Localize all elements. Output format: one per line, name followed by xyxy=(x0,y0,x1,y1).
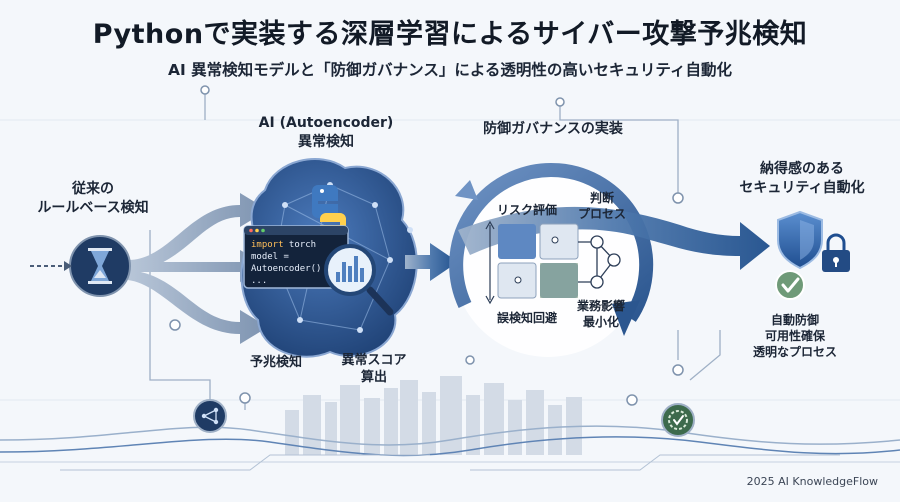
ai-label-line2: 異常検知 xyxy=(298,134,354,150)
code-line-2: model = xyxy=(251,252,289,262)
security-shield-icon xyxy=(777,210,823,270)
benefit-transparency: 透明なプロセス xyxy=(752,345,837,359)
circuit-waves xyxy=(0,425,900,471)
code-line-3: Autoencoder() xyxy=(251,264,322,274)
business-impact-line2: 最小化 xyxy=(582,315,619,329)
benefit-auto-defense: 自動防御 xyxy=(770,313,819,327)
footer-credit: 2025 AI KnowledgeFlow xyxy=(746,475,878,488)
anomaly-score-line2: 算出 xyxy=(360,370,387,385)
page-title: Pythonで実装する深層学習によるサイバー攻撃予兆検知 xyxy=(92,19,808,50)
gear-shield-icon xyxy=(661,403,695,437)
fan-out-arrows xyxy=(128,193,268,344)
ai-label: AI (Autoencoder) 異常検知 xyxy=(246,114,406,152)
anomaly-score-label: 異常スコア 算出 xyxy=(336,352,412,386)
ai-label-line1: AI (Autoencoder) xyxy=(258,115,394,131)
business-impact-line1: 業務影響 xyxy=(576,299,625,313)
legacy-detection-label: 従来の ルールベース検知 xyxy=(28,180,158,218)
connector-lines xyxy=(149,90,721,410)
code-line-4: ... xyxy=(251,276,268,286)
outcome-line1: 納得感のある xyxy=(760,161,844,177)
risk-assessment-label: リスク評価 xyxy=(496,203,557,217)
connector-dots xyxy=(169,85,684,406)
legacy-detection-line1: 従来の xyxy=(72,181,114,197)
decision-process-line2: プロセス xyxy=(577,207,626,221)
checkmark-icon xyxy=(775,270,805,300)
code-line-1: import torch xyxy=(251,240,317,250)
outcome-line2: セキュリティ自動化 xyxy=(739,180,865,196)
precursor-detection-label: 予兆検知 xyxy=(249,355,302,370)
governance-quadrant-panel xyxy=(485,220,621,305)
decision-process-label: 判断 プロセス xyxy=(572,190,632,222)
network-node-icon xyxy=(193,399,227,433)
code-snippet: import torch model = Autoencoder() ... xyxy=(251,239,321,287)
hourglass-icon xyxy=(30,235,131,297)
anomaly-score-line1: 異常スコア xyxy=(341,353,407,368)
magnifier-icon xyxy=(324,244,394,316)
flow-arrow-ai-to-governance xyxy=(405,243,458,281)
benefits-list: 自動防御 可用性確保 透明なプロセス xyxy=(740,312,850,360)
legacy-detection-line2: ルールベース検知 xyxy=(37,200,149,216)
code-window xyxy=(243,225,349,289)
outcome-label: 納得感のある セキュリティ自動化 xyxy=(722,160,882,198)
governance-title: 防御ガバナンスの実装 xyxy=(483,121,623,137)
page-subtitle: AI 異常検知モデルと「防御ガバナンス」による透明性の高いセキュリティ自動化 xyxy=(168,61,732,79)
decision-process-line1: 判断 xyxy=(589,191,614,205)
padlock-icon xyxy=(822,233,850,272)
business-impact-label: 業務影響 最小化 xyxy=(566,298,636,330)
false-positive-avoidance-label: 誤検知回避 xyxy=(496,311,557,325)
main-flow-arrow xyxy=(458,206,770,270)
benefit-availability: 可用性確保 xyxy=(764,329,825,343)
